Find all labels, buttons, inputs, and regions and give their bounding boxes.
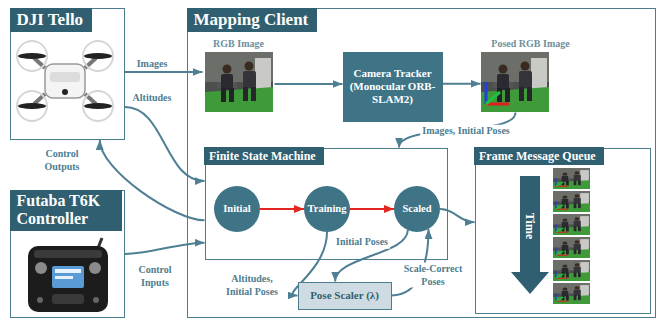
device-panel: DJI Tello [10, 8, 125, 140]
transition-arrow [350, 208, 394, 210]
flow-arrow [125, 71, 203, 73]
controller-figure-part [55, 276, 73, 279]
time-arrow-part [511, 176, 549, 294]
queue-panel: Frame Message Queue [475, 148, 651, 314]
controller-figure-part [37, 297, 43, 303]
edge-label: Initial Poses [334, 236, 390, 249]
flow-arrow [275, 83, 343, 85]
node-label: Scaled [402, 203, 431, 215]
frame-strip-part-part [556, 202, 569, 210]
controller-figure-part [55, 269, 81, 273]
frame-strip-part [553, 214, 590, 235]
controller-figure-part [28, 246, 108, 312]
frame-strip-part [553, 191, 590, 212]
time-arrow [511, 176, 549, 294]
frame-strip-part-part [556, 248, 569, 256]
drone-figure [17, 41, 113, 121]
drone-figure-part [45, 64, 85, 98]
axis-label: Time [524, 213, 536, 239]
frame-strip-part-part [553, 260, 590, 281]
controller-figure-part [35, 262, 47, 274]
frame-strip-part-part [553, 237, 590, 258]
image-frame: RGB Image [203, 38, 275, 113]
controller-figure-part [93, 297, 99, 303]
rgb-photo-part [205, 52, 273, 112]
frame-strip-part-part [553, 191, 590, 212]
posed-photo [481, 52, 549, 112]
frame-strip-part-part [556, 179, 569, 187]
process-box: Camera Tracker (Monocular ORB-SLAM2) [343, 52, 443, 122]
drone-figure-part [84, 53, 112, 59]
rgb-photo [205, 52, 273, 112]
frame-strip-part [553, 283, 590, 304]
frame-strip-part-part [553, 283, 590, 304]
frame-strip-part [553, 260, 590, 281]
drone-figure-part [50, 72, 80, 82]
frame-strip-part-part [553, 168, 590, 189]
controller-figure [28, 238, 108, 312]
flow-arrow [125, 243, 205, 254]
flow-arrow [440, 209, 475, 222]
controller-figure-part [89, 262, 101, 274]
state-circle: Scaled [394, 186, 440, 232]
edge-label: Control Inputs [130, 264, 180, 289]
panel-heading: DJI Tello [10, 8, 93, 33]
drone-figure-part [18, 103, 46, 109]
drone-figure-part [84, 103, 112, 109]
transition-arrow [260, 208, 304, 210]
drone-figure-part [83, 91, 113, 121]
panel-heading: Frame Message Queue [474, 147, 604, 165]
node-label: Camera Tracker (Monocular ORB-SLAM2) [350, 67, 436, 107]
drone-figure-part [17, 91, 47, 121]
frame-strip-part [553, 168, 590, 189]
node-label: Initial [223, 203, 250, 215]
controller-figure-part [52, 266, 84, 288]
drone-figure-part [18, 53, 46, 59]
edge-label: Scale-Correct Poses [397, 263, 469, 288]
frame-strip-part-part [556, 271, 569, 279]
panel-heading: Futaba T6K Controller [10, 190, 122, 232]
edge-label: Control Outputs [35, 148, 90, 173]
drone-figure-part [62, 89, 68, 95]
node-label: Training [308, 203, 347, 215]
panel-heading: Finite State Machine [204, 147, 324, 165]
edge-label: Altitudes [131, 92, 174, 105]
frame-strip-part-part [556, 225, 569, 233]
frame-strip-part [553, 237, 590, 258]
flow-arrow [443, 83, 481, 85]
edge-label: Images, Initial Poses [420, 125, 512, 138]
frame-strip-part-part [556, 294, 569, 302]
node-label: Pose Scaler (λ) [310, 289, 379, 302]
posed-photo-part [481, 52, 549, 112]
frame-strip [553, 168, 590, 304]
frame-strip-part-part [553, 214, 590, 235]
drone-figure-part [83, 41, 113, 71]
edge-label: Altitudes, Initial Poses [216, 273, 288, 298]
state-machine-panel: Finite State MachineInitial Training Scale… [205, 148, 448, 260]
image-frame: Posed RGB Image [481, 38, 581, 113]
image-caption: Posed RGB Image [481, 38, 581, 50]
controller-figure-part [52, 294, 84, 304]
controller-figure-part [34, 250, 102, 258]
device-panel: Futaba T6K Controller [10, 190, 125, 318]
state-circle: Training [304, 186, 350, 232]
posed-photo-part [486, 82, 509, 104]
process-box: Pose Scaler (λ) [298, 282, 392, 310]
drone-figure-part [17, 41, 47, 71]
flow-arrow [125, 107, 205, 181]
panel-heading: Mapping Client [187, 8, 318, 33]
state-circle: Initial [214, 186, 260, 232]
image-caption: RGB Image [203, 38, 275, 50]
edge-label: Images [135, 58, 170, 71]
